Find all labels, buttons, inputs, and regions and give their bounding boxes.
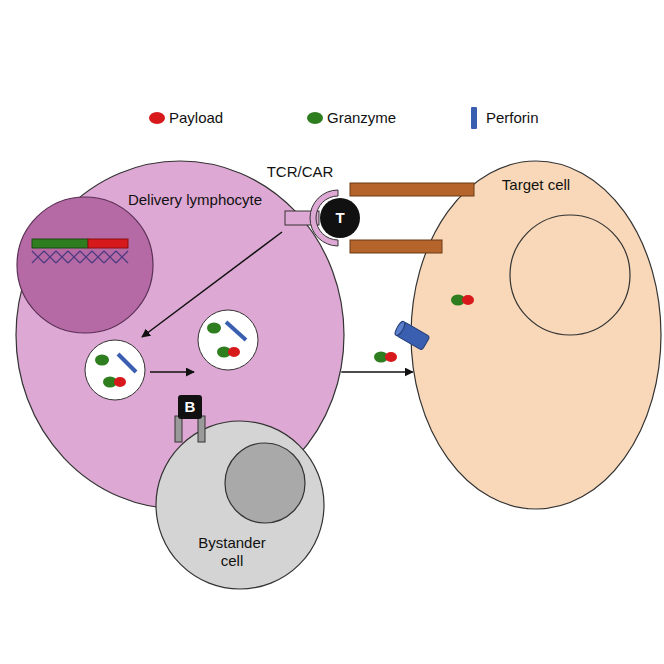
cell-membrane <box>156 421 324 589</box>
helix-strand <box>44 251 56 263</box>
cell-node: Bystander cell <box>155 420 325 590</box>
perforin-bar <box>226 322 246 340</box>
payload-dot <box>228 347 240 357</box>
legend-text: Perforin <box>486 109 539 127</box>
helix-strand <box>104 251 116 263</box>
helix-strand <box>32 251 44 263</box>
nucleus <box>510 215 630 335</box>
helix-strand <box>56 251 68 263</box>
antigen-circle <box>320 198 360 238</box>
helix-strand <box>80 251 92 263</box>
transport-arrow <box>150 371 194 373</box>
legend-text: Granzyme <box>327 109 396 127</box>
helix-strand <box>68 251 80 263</box>
nucleus <box>17 197 153 333</box>
vesicle <box>198 310 258 370</box>
helix-strand <box>92 251 104 263</box>
legend-text: Payload <box>169 109 223 127</box>
helix-strand <box>104 251 116 263</box>
receptor-label: TCR/CAR <box>267 163 334 181</box>
ligand-square <box>178 395 202 419</box>
granzyme-dot <box>103 377 117 388</box>
cell-label: Bystander cell <box>192 534 272 570</box>
cell-node: Target cell <box>410 160 662 510</box>
granzyme-dot <box>207 323 221 334</box>
payload-dot <box>114 377 126 387</box>
helix-strand <box>80 251 92 263</box>
granzyme-dot <box>95 355 109 366</box>
vesicle <box>85 340 145 400</box>
granzyme-dot <box>451 295 465 306</box>
helix-strand <box>68 251 80 263</box>
nucleus <box>225 443 305 523</box>
legend-swatch <box>149 112 165 124</box>
legend-swatch <box>471 107 477 129</box>
payload-gene-segment <box>88 239 128 248</box>
cell-label: Target cell <box>476 176 596 194</box>
antigen-presenter-bar <box>350 240 442 253</box>
ligand-letter: T <box>335 209 344 227</box>
helix-strand <box>44 251 56 263</box>
bystander-receptor <box>198 416 205 442</box>
perforin-pore <box>393 320 430 350</box>
signal-arrow <box>142 232 282 337</box>
delivery-arrow <box>341 371 413 373</box>
helix-strand <box>56 251 68 263</box>
payload-dot <box>462 295 474 305</box>
legend-swatch <box>307 112 323 124</box>
gene-segment <box>32 239 88 248</box>
helix-strand <box>92 251 104 263</box>
receptor-stem <box>285 211 319 225</box>
payload-dot <box>385 352 397 362</box>
cell-outline <box>410 160 662 510</box>
granzyme-dot <box>217 347 231 358</box>
cell-membrane <box>411 161 661 509</box>
receptor-cup <box>310 190 338 246</box>
perforin-bar <box>118 354 136 372</box>
helix-strand <box>32 251 44 263</box>
dna-helix <box>32 251 128 263</box>
cell-label: Delivery lymphocyte <box>95 191 295 209</box>
ligand-letter: B <box>185 398 196 416</box>
granzyme-dot <box>374 352 388 363</box>
helix-strand <box>116 251 128 263</box>
bystander-receptor <box>175 416 182 442</box>
antigen-presenter-bar <box>350 183 474 196</box>
helix-strand <box>116 251 128 263</box>
